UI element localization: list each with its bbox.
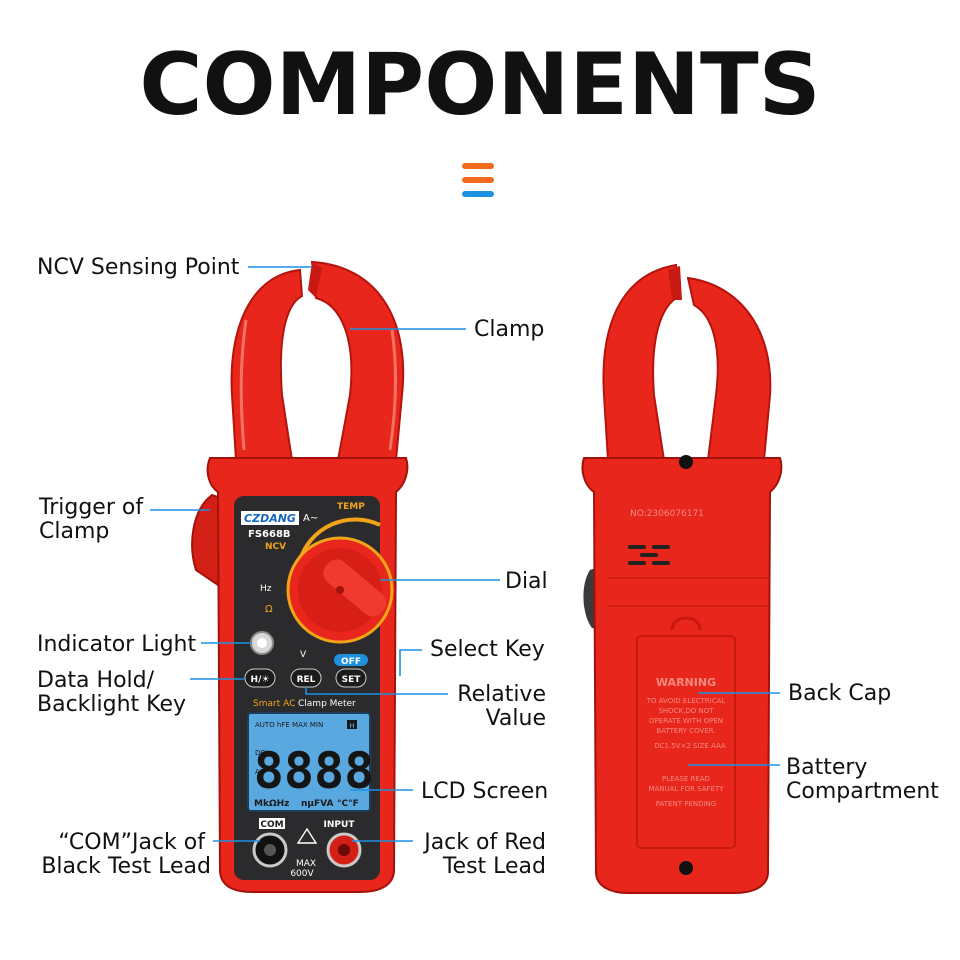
callout-battery-line-2: Compartment xyxy=(786,779,939,804)
back-read-manual-1: PLEASE READ xyxy=(662,775,710,783)
back-screw-top xyxy=(679,455,693,469)
lcd-units-mid: nμFVA xyxy=(301,799,334,809)
lcd-side-ac: AC xyxy=(255,768,265,776)
callout-indicator-light: Indicator Light xyxy=(37,632,196,657)
jack-com-label: COM xyxy=(260,820,283,830)
back-patent: PATENT PENDING xyxy=(656,800,716,808)
dial-label-temp: TEMP xyxy=(337,502,365,512)
title-divider xyxy=(462,163,494,197)
select-key[interactable]: SET xyxy=(335,668,367,688)
callout-ncv-sensing-point: NCV Sensing Point xyxy=(37,255,240,280)
front-clamp-jaws xyxy=(230,260,405,461)
hold-key-label: H/☀ xyxy=(251,675,270,685)
indicator-light xyxy=(250,631,274,655)
dial-label-ncv: NCV xyxy=(265,542,286,552)
front-model: FS668B xyxy=(248,529,291,540)
rel-key-label: REL xyxy=(297,675,316,685)
callout-lcd-screen: LCD Screen xyxy=(421,779,548,804)
front-brand: CZDANG xyxy=(244,512,296,525)
callout-com-line-2: Black Test Lead xyxy=(41,854,211,879)
front-clamp-meter: CZDANG FS668B A~ TEMP NCV Hz Ω V OFF H/☀ xyxy=(191,260,409,893)
callout-select-key: Select Key xyxy=(430,637,545,662)
callout-hold-line-2: Backlight Key xyxy=(37,692,186,717)
back-serial: NO:2306076171 xyxy=(630,509,704,519)
dial-label-off: OFF xyxy=(341,657,361,667)
callout-hold-line-1: Data Hold/ xyxy=(37,668,155,693)
back-warning-line-3: OPERATE WITH OPEN xyxy=(649,717,723,725)
back-warning-line-4: BATTERY COVER. xyxy=(656,727,715,735)
lcd-side-dc: DC xyxy=(255,749,265,757)
callout-clamp: Clamp xyxy=(474,317,544,342)
dial-label-a-ac: A~ xyxy=(303,513,318,524)
page-title: COMPONENTS xyxy=(139,35,820,135)
callout-red-line-1: Jack of Red xyxy=(422,830,546,855)
front-voltage-label: 600V xyxy=(290,869,314,879)
set-key-label: SET xyxy=(342,675,362,685)
back-clamp-jaws xyxy=(602,263,772,461)
lcd-units-left: MkΩHz xyxy=(254,799,289,809)
callout-dial: Dial xyxy=(505,569,548,594)
warning-triangle-icon xyxy=(296,827,318,844)
dial-label-hz: Hz xyxy=(260,584,272,594)
jack-input-label: INPUT xyxy=(324,820,356,830)
lcd-units-right: °C°F xyxy=(337,799,359,809)
front-max-label: MAX xyxy=(296,859,316,869)
lcd-screen: AUTO hFE MAX MIN H DC AC 8888 MkΩHz nμFV… xyxy=(247,712,374,812)
callout-relative-line-2: Value xyxy=(486,706,546,731)
callout-battery-line-1: Battery xyxy=(786,755,867,780)
callout-relative-line-1: Relative xyxy=(457,682,546,707)
relative-key[interactable]: REL xyxy=(290,668,322,688)
leader-lines xyxy=(150,266,780,842)
back-speaker-grille xyxy=(628,545,670,565)
back-screw-bottom xyxy=(679,861,693,875)
front-subtitle-smart: Smart AC xyxy=(253,699,295,709)
red-input-jack[interactable] xyxy=(326,832,362,868)
dial-label-omega: Ω xyxy=(265,604,273,615)
callout-trigger-line-2: Clamp xyxy=(39,519,109,544)
lcd-hold-flag: H xyxy=(349,722,354,730)
back-clamp-meter: NO:2306076171 WARNING TO AVOID ELECTRICA… xyxy=(581,263,783,894)
front-subtitle-rest: Clamp Meter xyxy=(298,699,356,709)
hold-backlight-key[interactable]: H/☀ xyxy=(244,668,276,688)
callout-com-line-1: “COM”Jack of xyxy=(58,830,206,855)
callout-back-cap: Back Cap xyxy=(788,681,891,706)
com-jack[interactable] xyxy=(252,832,288,868)
battery-compartment-cover[interactable] xyxy=(636,616,736,849)
back-warning-line-1: TO AVOID ELECTRICAL xyxy=(646,697,726,705)
lcd-digits: 8888 xyxy=(254,742,374,800)
callout-red-line-2: Test Lead xyxy=(442,854,546,879)
back-warning-title: WARNING xyxy=(656,676,716,689)
front-dial[interactable] xyxy=(286,517,394,644)
back-read-manual-2: MANUAL FOR SAFETY xyxy=(648,785,724,793)
back-battery-spec: DC1.5V×2 SIZE AAA xyxy=(654,742,726,750)
lcd-top-indicators: AUTO hFE MAX MIN xyxy=(255,721,323,729)
back-warning-line-2: SHOCK,DO NOT xyxy=(658,707,714,715)
dial-label-v-dc: V xyxy=(300,650,307,660)
callout-trigger-line-1: Trigger of xyxy=(38,495,144,520)
